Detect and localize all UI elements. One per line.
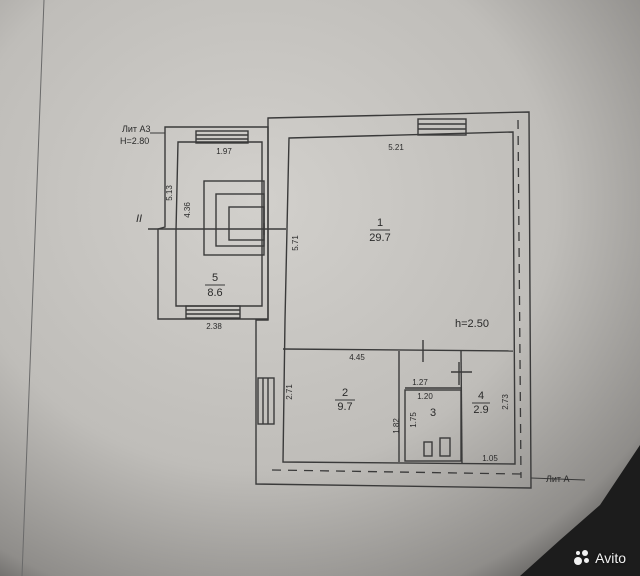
margin-line	[21, 0, 45, 576]
dim-annex-inner: 4.36	[183, 202, 192, 218]
dashed-outline	[271, 119, 522, 479]
room-number: 2	[342, 387, 348, 399]
window-annex-bottom	[185, 305, 241, 319]
watermark-text: Avito	[595, 550, 626, 566]
room-area: 9.7	[337, 401, 352, 413]
window-annex-top	[195, 130, 249, 144]
window-main-left	[257, 377, 275, 425]
window-main-top	[417, 118, 467, 136]
room3-box	[404, 389, 462, 462]
avito-watermark: Avito	[574, 550, 626, 566]
main-height: h=2.50	[455, 318, 489, 330]
dim-annex-left: 5.13	[165, 185, 174, 201]
dim-room1-left: 5.71	[291, 235, 300, 251]
room-area: 2.9	[473, 404, 488, 416]
dim-annex-bottom: 2.38	[206, 322, 222, 331]
fixture	[439, 437, 451, 457]
room-number: 1	[377, 217, 383, 229]
main-outer-wall	[255, 111, 532, 489]
annex-height: H=2.80	[120, 136, 149, 146]
dim-room3-right: 1.75	[409, 412, 418, 428]
dim-room3-left: 1.82	[392, 418, 401, 434]
room-area: 8.6	[207, 287, 222, 299]
plan-lines	[148, 111, 532, 489]
dim-room3-top-inner: 1.20	[417, 392, 433, 401]
main-inner-wall	[282, 131, 516, 465]
fixture	[423, 441, 433, 457]
dim-room2-top: 4.45	[349, 353, 365, 362]
dim-room4-bottom: 1.05	[482, 454, 498, 463]
avito-logo-icon	[574, 550, 590, 566]
partition-horizontal	[282, 348, 514, 352]
dim-annex-top: 1.97	[216, 147, 232, 156]
dim-room1-top: 5.21	[388, 143, 404, 152]
room-number: 3	[430, 407, 436, 419]
dim-room4-right: 2.73	[501, 394, 510, 410]
dim-room3-top-outer: 1.27	[412, 378, 428, 387]
annex-label: Лит А3	[122, 124, 151, 134]
room-number: 4	[478, 390, 484, 402]
room-area: 29.7	[369, 232, 390, 244]
main-label: Лит А	[546, 474, 570, 484]
leader-lit-a	[530, 477, 586, 481]
section-mark: II	[136, 213, 142, 225]
room-number: 5	[212, 272, 218, 284]
dim-room2-left: 2.71	[285, 384, 294, 400]
